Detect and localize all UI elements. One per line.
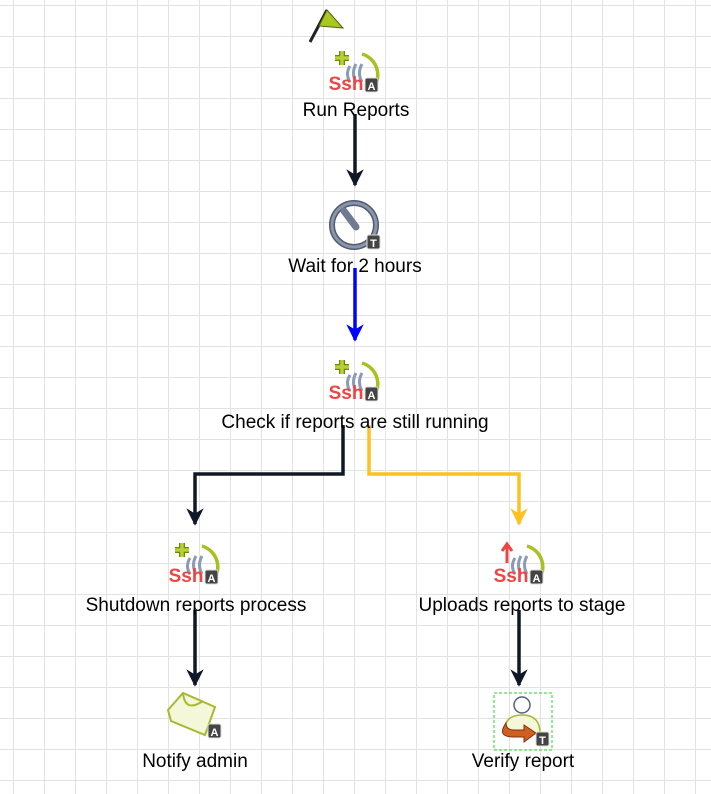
- node-label-wait[interactable]: Wait for 2 hours: [288, 256, 422, 277]
- edge-check-upload[interactable]: [367, 425, 528, 526]
- ssh-add-icon[interactable]: Ssh: [329, 360, 380, 404]
- ssh-add-icon[interactable]: Ssh: [169, 543, 220, 587]
- timer-icon[interactable]: T: [329, 200, 381, 250]
- node-label-check[interactable]: Check if reports are still running: [221, 412, 489, 433]
- ssh-text: Ssh: [169, 566, 204, 587]
- node-label-notify[interactable]: Notify admin: [142, 751, 248, 772]
- ssh-add-icon[interactable]: Ssh: [329, 51, 380, 95]
- node-label-verify[interactable]: Verify report: [471, 751, 575, 772]
- user-task-icon[interactable]: T: [493, 692, 553, 751]
- svg-text:A: A: [211, 727, 219, 739]
- svg-text:T: T: [370, 238, 377, 250]
- ssh-text: Ssh: [329, 383, 364, 404]
- svg-text:T: T: [539, 735, 546, 747]
- ssh-text: Ssh: [329, 74, 364, 95]
- node-label-shutdown[interactable]: Shutdown reports process: [85, 595, 307, 616]
- email-icon[interactable]: A: [166, 691, 222, 739]
- ssh-upload-icon[interactable]: Ssh: [494, 541, 545, 587]
- node-label-upload[interactable]: Uploads reports to stage: [418, 595, 626, 616]
- node-label-run-reports[interactable]: Run Reports: [302, 100, 410, 121]
- flag-icon: [308, 9, 345, 43]
- ssh-text: Ssh: [494, 566, 529, 587]
- edge-check-shutdown[interactable]: [186, 425, 345, 526]
